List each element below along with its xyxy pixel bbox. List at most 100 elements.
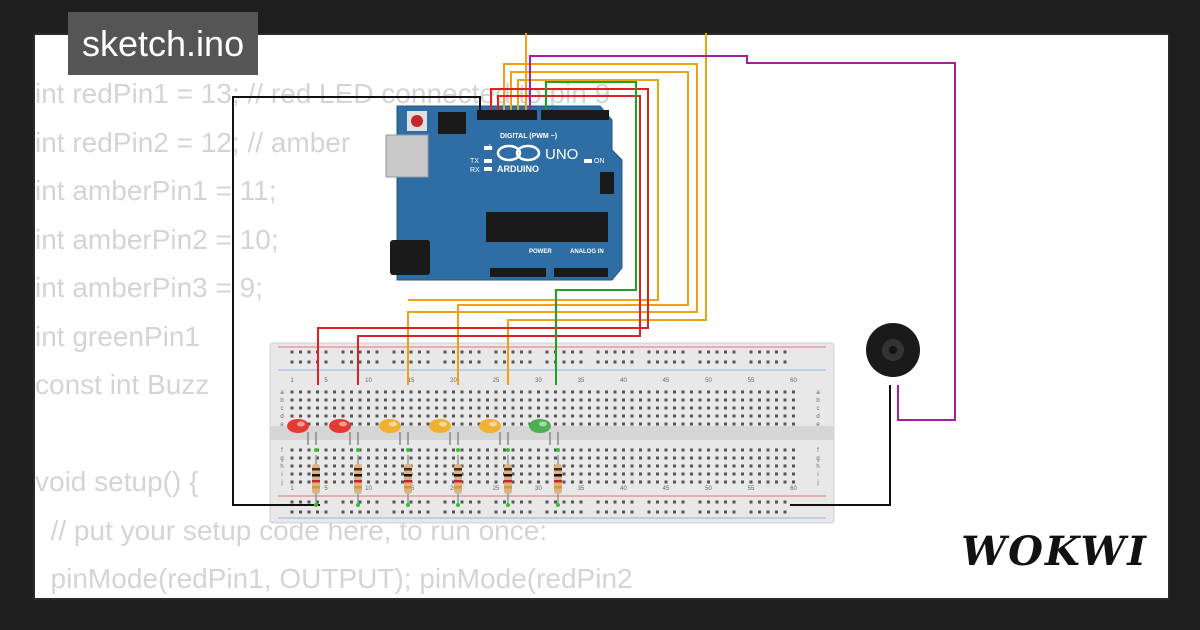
header-digital-high [477,110,537,120]
breadboard-hole [384,472,387,476]
breadboard-hole [494,398,498,402]
breadboard-rail-hole [503,500,506,504]
breadboard-rail-hole [630,360,634,364]
breadboard-hole [664,472,668,476]
buzzer[interactable] [866,323,920,377]
breadboard-hole [384,480,387,484]
breadboard[interactable]: 1155101015152020252530303535404045455050… [269,342,835,524]
resistor [312,448,320,507]
rx-label: RX [470,167,480,174]
arduino-uno[interactable]: DIGITAL (PWM ~) L TX RX UNO ARDUINO ON P… [385,105,623,281]
breadboard-hole [367,464,370,468]
breadboard-hole [766,456,770,460]
breadboard-hole [460,414,464,418]
breadboard-row-letter: h [816,464,819,470]
breadboard-hole [341,414,345,418]
breadboard-hole [622,472,625,476]
tx-label: TX [470,158,479,165]
breadboard-rail-hole [724,350,727,354]
components[interactable] [287,419,562,507]
breadboard-hole [545,448,549,452]
breadboard-hole [579,390,583,394]
breadboard-rail-hole [290,510,294,514]
breadboard-hole [477,464,481,468]
breadboard-hole [511,472,515,476]
header-analog [554,268,608,277]
code-line: pinMode(redPin1, OUTPUT); pinMode(redPin… [35,563,633,594]
breadboard-hole [435,472,438,476]
breadboard-hole [783,398,787,402]
breadboard-rail-hole [367,360,370,364]
breadboard-hole [528,472,532,476]
header-digital-low [541,110,609,120]
breadboard-hole [792,456,795,460]
breadboard-column-number: 40 [620,378,627,384]
breadboard-hole [749,406,753,410]
breadboard-hole [741,390,744,394]
breadboard-rail-hole [579,350,583,354]
breadboard-hole [758,472,761,476]
breadboard-rail-hole [749,510,753,514]
breadboard-hole [758,422,761,426]
breadboard-hole [477,422,481,426]
breadboard-hole [537,406,540,410]
breadboard-hole [324,406,328,410]
breadboard-hole [537,448,540,452]
breadboard-rail-hole [316,500,319,504]
breadboard-hole [307,414,311,418]
breadboard-rail-hole [443,510,447,514]
breadboard-hole [443,448,447,452]
breadboard-hole [418,390,421,394]
breadboard-hole [656,406,659,410]
breadboard-column-number: 35 [578,486,585,492]
breadboard-rail-hole [341,360,345,364]
breadboard-hole [605,472,608,476]
breadboard-hole [494,456,498,460]
breadboard-rail-hole [562,510,566,514]
breadboard-rail-hole [528,350,532,354]
breadboard-row-letter: f [817,448,819,454]
reset-button[interactable] [411,115,423,127]
breadboard-rail-hole [358,510,362,514]
breadboard-rail-hole [647,510,651,514]
breadboard-hole [401,406,404,410]
breadboard-hole [783,414,787,418]
code-line: int amberPin1 = 11; [35,175,277,206]
breadboard-hole [690,390,693,394]
breadboard-hole [520,390,523,394]
breadboard-hole [647,480,651,484]
uno-label: UNO [545,146,578,163]
wire-pin10 [457,71,689,385]
wires[interactable] [232,33,956,506]
breadboard-hole [605,390,608,394]
breadboard-rail-hole [732,350,736,354]
breadboard-hole [664,448,668,452]
breadboard-hole [707,456,710,460]
breadboard-hole [673,422,676,426]
breadboard-column-number: 20 [450,486,457,492]
breadboard-hole [554,414,557,418]
breadboard-hole [545,390,549,394]
breadboard-hole [707,390,710,394]
led-amber-2 [429,419,459,445]
breadboard-hole [707,406,710,410]
breadboard-hole [435,456,438,460]
breadboard-rail-hole [724,360,727,364]
breadboard-hole [613,398,617,402]
breadboard-hole [350,414,353,418]
breadboard-hole [299,464,302,468]
breadboard-rail-hole [673,350,676,354]
breadboard-hole [588,472,591,476]
breadboard-hole [477,480,481,484]
breadboard-hole [758,398,761,402]
breadboard-hole [520,422,523,426]
breadboard-rail-hole [375,360,379,364]
breadboard-hole [647,472,651,476]
breadboard-hole [307,422,311,426]
breadboard-hole [698,464,702,468]
breadboard-rail-hole [358,500,362,504]
breadboard-hole [341,464,345,468]
breadboard-hole [741,448,744,452]
breadboard-hole [588,464,591,468]
breadboard-hole [698,480,702,484]
